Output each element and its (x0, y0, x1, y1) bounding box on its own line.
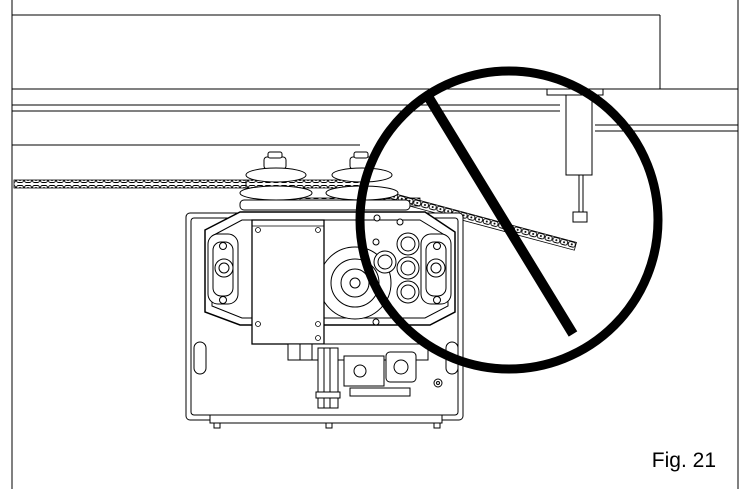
control-box (251, 219, 325, 345)
ceiling-structure (12, 14, 738, 146)
trolley-mechanism (287, 343, 443, 409)
no-symbol-icon (355, 66, 663, 374)
motor-housing (204, 211, 456, 326)
figure-caption: Fig. 21 (651, 449, 716, 472)
figure-frame (11, 0, 739, 489)
door-bracket (546, 88, 604, 223)
